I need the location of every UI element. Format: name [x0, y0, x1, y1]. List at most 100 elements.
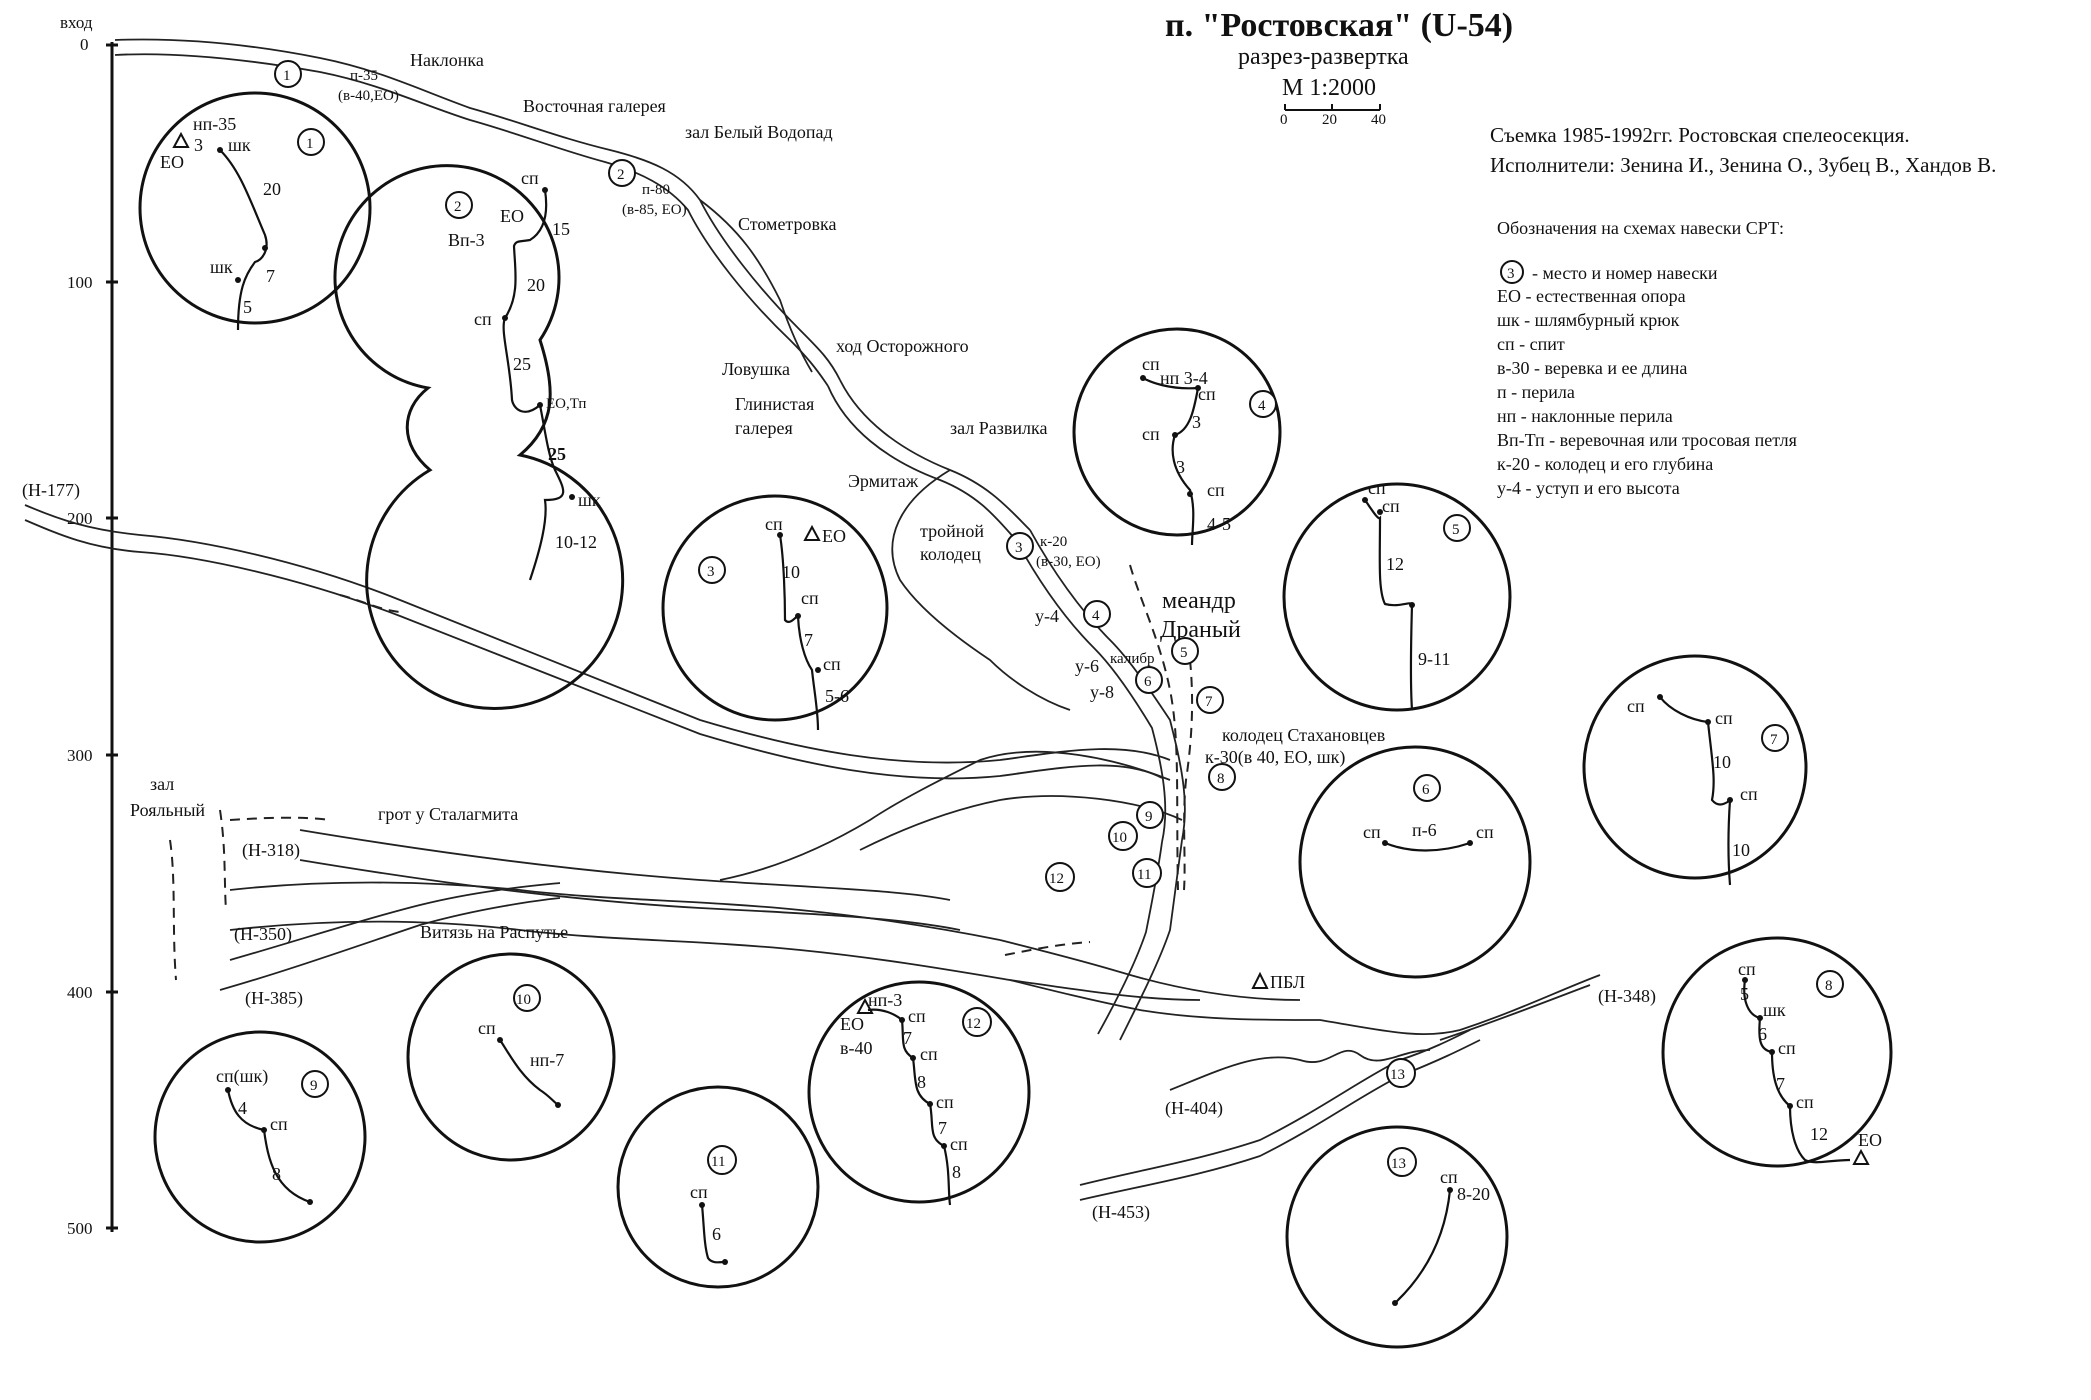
svg-text:2: 2	[617, 167, 625, 183]
svg-text:8: 8	[272, 1164, 281, 1184]
svg-text:шк: шк	[228, 135, 251, 155]
depth-mark: (Н-385)	[245, 988, 303, 1009]
survey-credit: Съемка 1985-1992гг. Ростовская спелеосек…	[1490, 123, 1910, 147]
profile-note: п-35	[350, 68, 378, 84]
svg-text:ЕО: ЕО	[160, 152, 184, 172]
svg-text:3: 3	[707, 564, 715, 580]
legend-item: - место и номер навески	[1532, 263, 1718, 283]
page-subtitle: разрез-развертка	[1238, 44, 1409, 70]
svg-text:сп: сп	[1740, 784, 1758, 804]
place-label: тройной	[920, 521, 984, 541]
page-title: п. "Ростовская" (U-54)	[1165, 7, 1513, 44]
svg-text:7: 7	[1776, 1074, 1785, 1094]
svg-text:5: 5	[243, 297, 252, 317]
svg-text:1: 1	[306, 136, 314, 152]
svg-text:сп: сп	[690, 1182, 708, 1202]
svg-text:сп: сп	[1382, 496, 1400, 516]
inset-4: 4 сп нп 3-4 сп 3 сп 3 сп 4-5	[1072, 327, 1282, 546]
svg-text:11: 11	[711, 1154, 725, 1170]
svg-text:ЕО,Тп: ЕО,Тп	[546, 396, 586, 412]
place-label: зал Развилка	[950, 418, 1047, 438]
svg-text:шк: шк	[578, 490, 601, 510]
marker-13: 13	[1386, 1058, 1416, 1088]
profile-note: (в-85, ЕО)	[622, 202, 687, 218]
legend-item: сп - спит	[1497, 334, 1565, 354]
svg-text:10: 10	[516, 992, 531, 1008]
svg-text:8: 8	[917, 1072, 926, 1092]
marker-2: 2	[608, 159, 636, 187]
marker-11: 11	[1132, 858, 1162, 888]
svg-text:ЕО: ЕО	[822, 526, 846, 546]
marker-4: 4	[1083, 600, 1111, 628]
svg-text:10: 10	[1112, 830, 1127, 846]
svg-text:нп-7: нп-7	[530, 1050, 564, 1070]
svg-text:сп: сп	[1368, 478, 1386, 498]
svg-text:8: 8	[952, 1162, 961, 1182]
svg-text:4: 4	[1092, 608, 1100, 624]
svg-text:сп: сп	[920, 1044, 938, 1064]
place-label: грот у Сталагмита	[378, 804, 518, 824]
svg-text:сп: сп	[1627, 696, 1645, 716]
legend-item: Вп-Тп - веревочная или тросовая петля	[1497, 430, 1797, 450]
svg-text:Вп-3: Вп-3	[448, 230, 485, 250]
svg-text:сп: сп	[950, 1134, 968, 1154]
place-label: Драный	[1160, 617, 1241, 643]
place-label: меандр	[1162, 588, 1236, 614]
svg-text:6: 6	[1422, 782, 1430, 798]
legend-item: к-20 - колодец и его глубина	[1497, 454, 1713, 474]
place-label: галерея	[735, 418, 793, 438]
depth-mark: (Н-404)	[1165, 1098, 1223, 1119]
svg-text:12: 12	[1049, 871, 1064, 887]
svg-text:сп: сп	[1796, 1092, 1814, 1112]
svg-text:ЕО: ЕО	[500, 206, 524, 226]
scale-tick: 20	[1322, 112, 1337, 128]
eo-triangle-icon	[803, 524, 821, 541]
marker-12: 12	[1045, 862, 1075, 892]
inset-7: 7 сп сп 10 сп 10	[1582, 654, 1808, 886]
svg-text:сп: сп	[521, 168, 539, 188]
svg-text:ЕО: ЕО	[840, 1014, 864, 1034]
svg-text:5: 5	[1452, 522, 1460, 538]
svg-text:20: 20	[263, 179, 281, 199]
place-label: зал Белый Водопад	[685, 122, 833, 142]
svg-text:1: 1	[283, 68, 291, 84]
legend-badge	[1500, 260, 1524, 284]
svg-text:сп: сп	[1715, 708, 1733, 728]
inset-12: 12 нп-3 ЕО сп в-40 7 сп 8 сп 7 сп 8	[807, 980, 1031, 1206]
depth-tick: 300	[67, 746, 93, 765]
svg-text:7: 7	[1770, 732, 1778, 748]
depth-mark: (Н-348)	[1598, 986, 1656, 1007]
svg-text:сп: сп	[1207, 480, 1225, 500]
svg-text:3: 3	[1176, 457, 1185, 477]
svg-text:нп-3: нп-3	[868, 990, 902, 1010]
depth-axis: вход 0 100 200 300 400 500	[60, 13, 118, 1238]
svg-text:сп: сп	[1476, 822, 1494, 842]
svg-text:3: 3	[194, 135, 203, 155]
svg-text:6: 6	[1144, 674, 1152, 690]
inset-10: 10 сп нп-7	[406, 952, 616, 1162]
eo-triangle-icon	[172, 131, 190, 148]
place-label: Витязь на Распутье	[420, 922, 568, 942]
svg-text:сп: сп	[1778, 1038, 1796, 1058]
svg-text:20: 20	[527, 275, 545, 295]
svg-text:13: 13	[1391, 1156, 1406, 1172]
svg-text:12: 12	[1386, 554, 1404, 574]
svg-text:сп: сп	[1142, 354, 1160, 374]
marker-10: 10	[1108, 821, 1138, 851]
svg-text:сп: сп	[478, 1018, 496, 1038]
svg-text:6: 6	[712, 1224, 721, 1244]
svg-text:8: 8	[1217, 771, 1225, 787]
profile-note: к-30(в 40, ЕО, шк)	[1205, 747, 1345, 768]
depth-mark: (Н-177)	[22, 480, 80, 501]
depth-tick: 400	[67, 983, 93, 1002]
legend-item: п - перила	[1497, 382, 1575, 402]
legend-badge-num: 3	[1507, 266, 1515, 282]
profile-note: к-20	[1040, 534, 1067, 550]
marker-8: 8	[1208, 763, 1236, 791]
marker-3: 3	[1006, 532, 1034, 560]
inset-8: 8 сп 5 шк 6 сп 7 сп 12 ЕО	[1661, 936, 1893, 1168]
svg-text:п-6: п-6	[1412, 820, 1437, 840]
depth-mark: (Н-318)	[242, 840, 300, 861]
legend-item: ЕО - естественная опора	[1497, 286, 1686, 306]
svg-text:7: 7	[903, 1028, 912, 1048]
